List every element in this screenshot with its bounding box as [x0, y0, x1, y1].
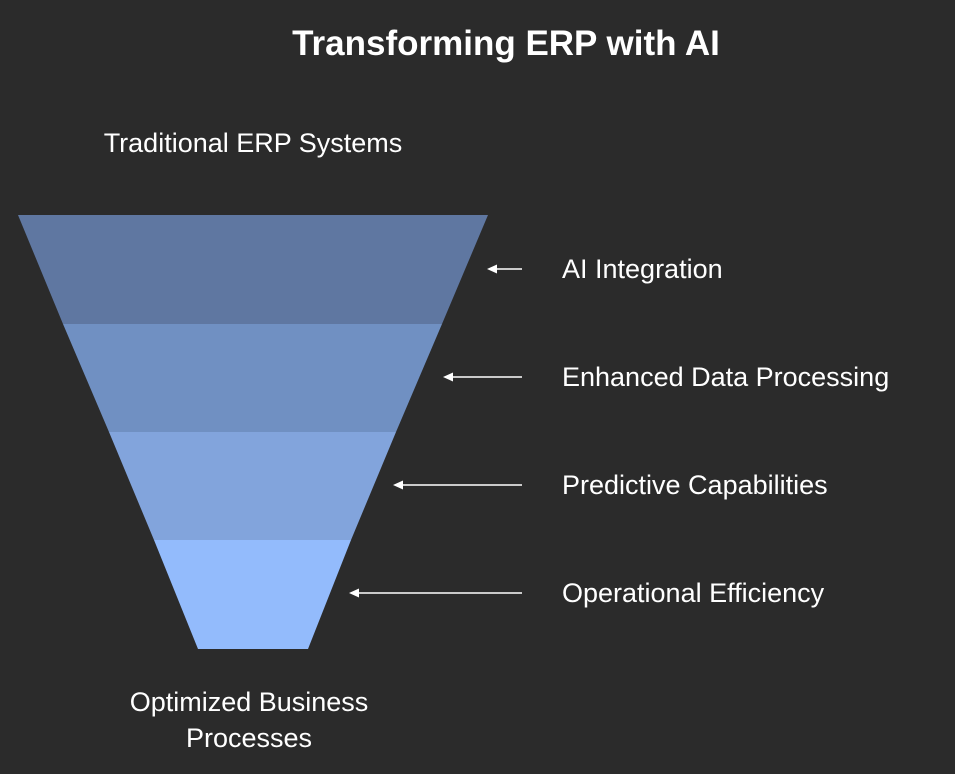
funnel-bottom-label-line-2: Processes: [185, 723, 313, 753]
arrowhead-icon: [393, 480, 403, 490]
funnel-stage-4: [154, 540, 351, 649]
stage-label-ai-integration: AI Integration: [562, 254, 723, 284]
arrow-stage-4: [349, 588, 522, 598]
diagram-title: Transforming ERP with AI: [292, 24, 720, 63]
funnel-bottom-label: Optimized Business Processes: [0, 684, 498, 756]
stage-label-enhanced-data-processing: Enhanced Data Processing: [562, 362, 890, 392]
arrow-stage-1: [487, 264, 522, 274]
funnel-stage-1: [18, 215, 488, 324]
arrowhead-icon: [487, 264, 497, 274]
arrowhead-icon: [443, 372, 453, 382]
stage-label-operational-efficiency: Operational Efficiency: [562, 578, 825, 608]
funnel-stage-2: [63, 324, 442, 432]
arrowhead-icon: [349, 588, 359, 598]
funnel-top-label: Traditional ERP Systems: [103, 128, 403, 158]
funnel-bottom-label-line-1: Optimized Business: [129, 687, 369, 717]
arrow-stage-2: [443, 372, 522, 382]
stage-label-predictive-capabilities: Predictive Capabilities: [562, 470, 828, 500]
funnel-stage-3: [109, 432, 396, 540]
arrow-stage-3: [393, 480, 522, 490]
